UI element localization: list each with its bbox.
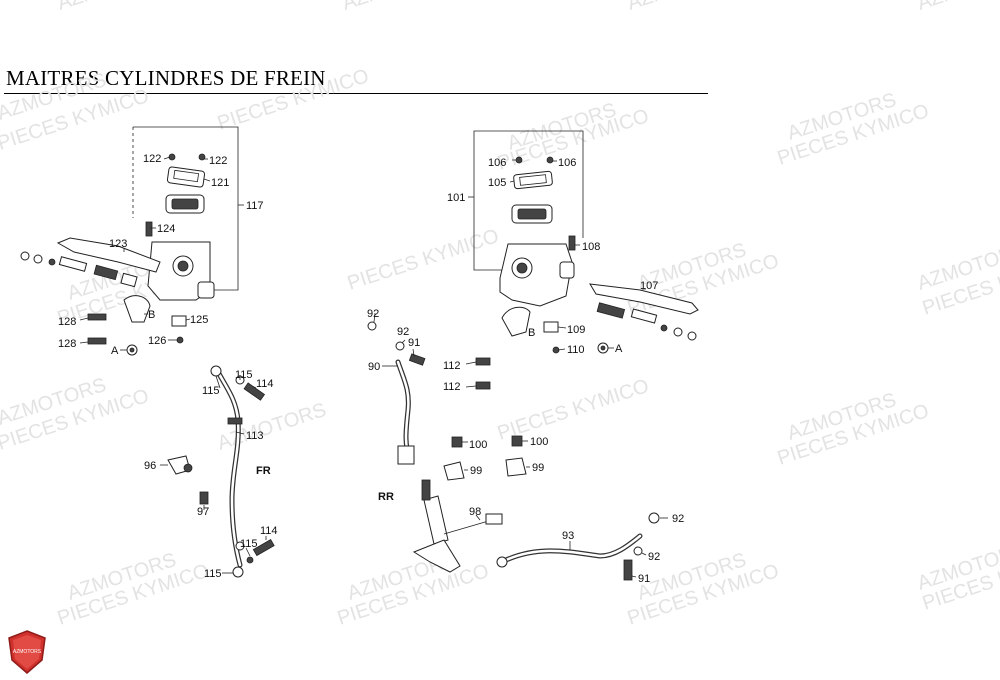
reservoir-cap-105: [513, 170, 553, 190]
watermark-text: AZMOTORS: [215, 399, 329, 455]
part-label: 100: [469, 439, 487, 451]
part-label: 122: [209, 155, 227, 167]
part-label: 99: [470, 465, 482, 477]
part-label: 109: [567, 324, 585, 336]
watermark-text: AZMOTORS: [625, 0, 739, 15]
part-label: 124: [157, 223, 175, 235]
switch-125: [171, 315, 187, 327]
screw-124: [145, 221, 153, 237]
page-title: MAITRES CYLINDRES DE FREIN: [6, 66, 326, 90]
part-label: 90: [368, 361, 380, 373]
clip-99-a: [443, 461, 465, 481]
part-label: 121: [211, 177, 229, 189]
bolt-100-a: [451, 436, 463, 448]
azmotors-logo: AZMOTORS: [8, 630, 46, 674]
part-label: 97: [197, 506, 209, 518]
part-label: 92: [367, 308, 379, 320]
part-label: 91: [408, 337, 420, 349]
bolt-91-b: [623, 559, 633, 581]
part-label: 101: [447, 192, 465, 204]
part-label: 122: [143, 153, 161, 165]
part-label: 115: [204, 568, 222, 580]
part-label: 110: [567, 344, 585, 356]
watermark-text: PIECES KYMICO: [495, 375, 652, 445]
part-label: 128: [58, 338, 76, 350]
part-label: A: [111, 345, 119, 357]
part-label: 100: [530, 436, 548, 448]
part-label: 115: [235, 369, 253, 381]
front-master-cylinder-group: [20, 126, 244, 356]
part-label: 117: [246, 200, 264, 212]
piston-kit-right: [596, 302, 697, 341]
watermark-text: PIECES KYMICO: [215, 65, 372, 135]
part-label: 113: [246, 430, 264, 442]
brake-lever-107: [589, 283, 699, 315]
part-label: 125: [190, 314, 208, 326]
switch-109: [543, 321, 559, 333]
bolt-128-a: [87, 313, 107, 321]
part-label: 112: [443, 381, 461, 393]
part-label: 92: [397, 326, 409, 338]
reservoir-cap-121: [166, 166, 206, 188]
bolt-97: [199, 491, 209, 505]
rear-label: RR: [378, 491, 394, 503]
equalizer-98: [412, 539, 461, 573]
part-label: 92: [648, 551, 660, 563]
part-label: 107: [640, 280, 658, 292]
bolt-100-b: [511, 435, 523, 447]
part-label: 123: [109, 238, 127, 250]
equalizer-rod: [423, 495, 449, 545]
part-label: 98: [469, 506, 481, 518]
front-brake-hose-group: [160, 365, 275, 578]
watermark-text: AZMOTORS: [55, 0, 169, 15]
part-label: 108: [582, 241, 600, 253]
part-label: 92: [672, 513, 684, 525]
part-label: 91: [638, 573, 650, 585]
part-label: 128: [58, 316, 76, 328]
part-label: 115: [240, 538, 258, 550]
screw-108: [568, 235, 576, 251]
rear-master-cylinder-group: [468, 130, 699, 354]
part-label: 114: [260, 525, 278, 537]
part-label: B: [528, 327, 535, 339]
part-label: 93: [562, 530, 574, 542]
watermark-text: AZMOTORS: [915, 0, 1000, 15]
rear-brake-hose-group: [367, 312, 668, 581]
screw-106-left: [515, 156, 523, 164]
logo-text: AZMOTORS: [13, 649, 42, 655]
part-label: 106: [558, 157, 576, 169]
part-label: 96: [144, 460, 156, 472]
piston-kit-left: [20, 251, 138, 288]
title-underline: [4, 93, 708, 94]
part-label: 115: [202, 385, 220, 397]
front-label: FR: [256, 465, 271, 477]
part-label: A: [615, 343, 623, 355]
handlebar-clamp: [123, 295, 151, 323]
part-label: 112: [443, 360, 461, 372]
part-label: 99: [532, 462, 544, 474]
part-label: B: [148, 309, 155, 321]
screw-122-right: [198, 153, 206, 161]
bolt-128-b: [87, 337, 107, 345]
part-label: 114: [256, 378, 274, 390]
part-label: 126: [148, 335, 166, 347]
watermark-text: PIECES KYMICO: [345, 225, 502, 295]
handlebar-clamp-right: [501, 306, 531, 337]
part-label: 106: [488, 157, 506, 169]
brake-lever-123: [56, 237, 161, 273]
part-label: 105: [488, 177, 506, 189]
watermark-text: AZMOTORS: [340, 0, 454, 15]
clip-99-b: [505, 457, 527, 477]
screw-106-right: [546, 156, 554, 164]
